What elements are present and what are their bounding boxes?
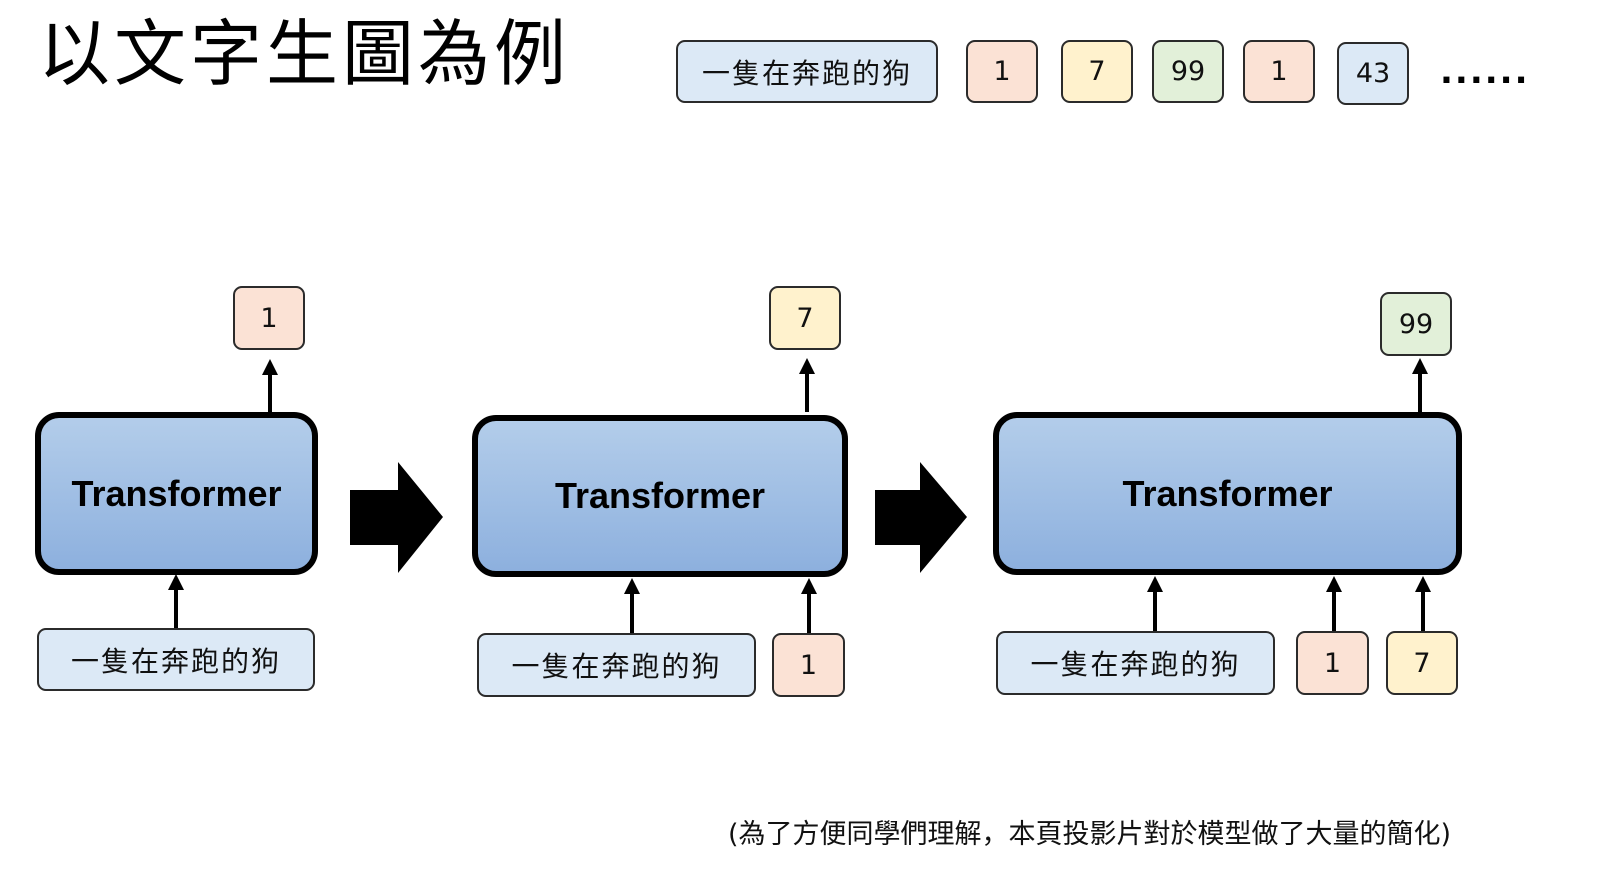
page-title: 以文字生圖為例 [38, 12, 571, 96]
step3-input-token-1: 1 [1296, 631, 1369, 695]
sequence-prompt-box: 一隻在奔跑的狗 [676, 40, 938, 103]
sequence-token-2: 7 [1061, 40, 1133, 103]
step2-arrows [624, 358, 817, 633]
step1-prompt-box: 一隻在奔跑的狗 [37, 628, 315, 691]
step3-transformer-block: Transformer [993, 412, 1462, 575]
step1-arrows [168, 359, 278, 628]
step1-output-token: 1 [233, 286, 305, 350]
sequence-token-4: 1 [1243, 40, 1315, 103]
step3-arrows [1147, 358, 1431, 631]
sequence-ellipsis: ...... [1440, 52, 1530, 92]
step3-output-token: 99 [1380, 292, 1452, 356]
step2-input-token-1: 1 [772, 633, 845, 697]
step2-output-token: 7 [769, 286, 841, 350]
sequence-token-3: 99 [1152, 40, 1224, 103]
step3-prompt-box: 一隻在奔跑的狗 [996, 631, 1275, 695]
block-arrow-1 [350, 462, 443, 573]
step1-transformer-block: Transformer [35, 412, 318, 575]
sequence-token-1: 1 [966, 40, 1038, 103]
step2-transformer-block: Transformer [472, 415, 848, 577]
footnote: (為了方便同學們理解，本頁投影片對於模型做了大量的簡化) [728, 819, 1452, 850]
step3-input-token-2: 7 [1386, 631, 1458, 695]
step2-prompt-box: 一隻在奔跑的狗 [477, 633, 756, 697]
block-arrow-2 [875, 462, 967, 573]
sequence-token-5: 43 [1337, 42, 1409, 105]
